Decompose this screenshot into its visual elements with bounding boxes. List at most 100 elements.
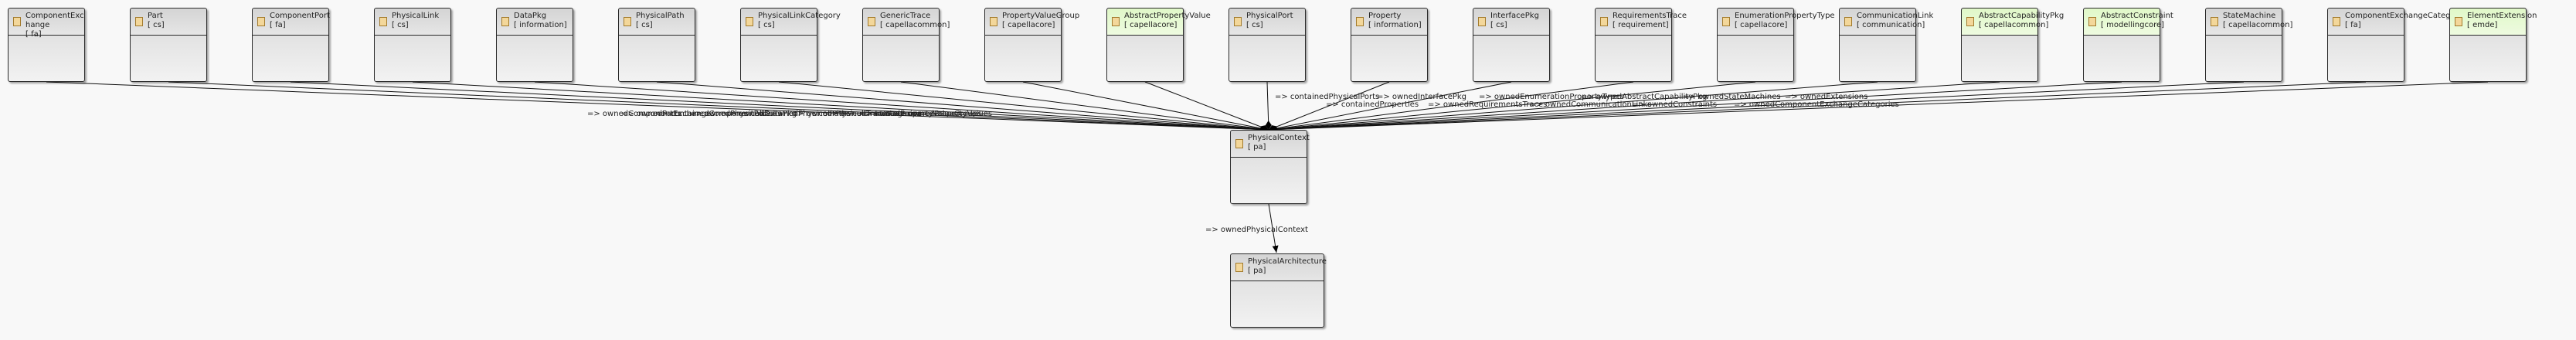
composition-edge: [168, 81, 1269, 133]
class-box[interactable]: RequirementsTrace[ requirement]: [1595, 8, 1687, 82]
class-icon: [379, 17, 387, 26]
class-icon: [1844, 17, 1852, 26]
class-box[interactable]: ComponentExchangeCategory[ fa]: [2327, 8, 2463, 82]
class-box[interactable]: Part[ cs]: [130, 8, 207, 82]
composition-edge: [1268, 81, 1878, 133]
edge-label: => ownedComponentExchangeCategories: [1734, 100, 1899, 109]
class-name: PhysicalLinkCategory: [758, 12, 841, 20]
class-package: [ fa]: [270, 21, 286, 29]
class-icon: [2088, 17, 2096, 26]
composition-edge: [290, 81, 1269, 133]
class-icon: [13, 17, 21, 26]
class-name: PhysicalContext: [1248, 134, 1310, 142]
edge-label: => ownedInterfacePkg: [1377, 93, 1466, 101]
composition-edge: [1268, 81, 2367, 133]
class-box[interactable]: PhysicalPath[ cs]: [618, 8, 695, 82]
class-name: InterfacePkg: [1490, 12, 1539, 20]
class-icon: [624, 17, 631, 26]
class-box[interactable]: EnumerationPropertyType[ capellacore]: [1717, 8, 1835, 82]
composition-edge: [656, 81, 1269, 133]
class-name: CommunicationLink: [1857, 12, 1934, 20]
class-package: [ cs]: [392, 21, 409, 29]
class-box[interactable]: Property[ information]: [1351, 8, 1428, 82]
class-icon: [1722, 17, 1730, 26]
class-package: [ fa]: [2345, 21, 2361, 29]
class-box[interactable]: PhysicalLinkCategory[ cs]: [740, 8, 841, 82]
class-package: [ cs]: [758, 21, 775, 29]
composition-edge: [1268, 81, 1756, 133]
class-box[interactable]: StateMachine[ capellacommon]: [2205, 8, 2292, 82]
class-box[interactable]: AbstractCapabilityPkg[ capellacommon]: [1961, 8, 2064, 82]
class-package: [ pa]: [1248, 143, 1266, 151]
class-package: [ capellacommon]: [880, 21, 950, 29]
class-name: PhysicalPort: [1246, 12, 1293, 20]
composition-edge: [1265, 81, 1272, 131]
class-physical-architecture[interactable]: PhysicalArchitecture [ pa]: [1230, 253, 1327, 328]
class-icon: [2333, 17, 2340, 26]
class-package: [ requirement]: [1613, 21, 1669, 29]
edge-label: => ownedEnumerationPropertyTypes: [1479, 93, 1624, 101]
composition-edge: [1268, 81, 2489, 133]
class-icon: [1600, 17, 1608, 26]
edge-label: => ownedRequirementsTraces: [1428, 100, 1547, 109]
class-box[interactable]: PhysicalLink[ cs]: [374, 8, 451, 82]
class-package: [ pa]: [1248, 267, 1266, 275]
composition-edge: [900, 81, 1269, 133]
class-name-continued: hange: [25, 21, 50, 29]
class-package: [ cs]: [148, 21, 165, 29]
class-name: AbstractCapabilityPkg: [1979, 12, 2065, 20]
class-name: EnumerationPropertyType: [1735, 12, 1835, 20]
edge-label: => ownedConstraints: [1632, 100, 1717, 109]
class-icon: [868, 17, 875, 26]
composition-edge: [778, 81, 1269, 133]
class-box[interactable]: AbstractConstraint[ modellingcore]: [2083, 8, 2173, 82]
class-icon: [1234, 17, 1242, 26]
edge-label: => containedComponentPorts: [655, 110, 773, 118]
class-box[interactable]: InterfacePkg[ cs]: [1473, 8, 1550, 82]
class-box[interactable]: ElementExtension[ emde]: [2449, 8, 2537, 82]
class-icon: [746, 17, 753, 26]
class-package: [ capellacommon]: [1979, 21, 2049, 29]
composition-edge: [1268, 81, 2000, 133]
class-name: PhysicalLink: [392, 12, 440, 20]
class-package: [ fa]: [25, 30, 42, 39]
class-package: [ cs]: [1246, 21, 1263, 29]
edge-label: => ownedPhysicalPath: [757, 110, 847, 118]
class-name: PhysicalArchitecture: [1248, 257, 1327, 266]
edge-label: => ownedPropertyValues: [893, 110, 992, 118]
class-box[interactable]: AbstractPropertyValue[ capellacore]: [1106, 8, 1211, 82]
class-package: [ cs]: [1490, 21, 1507, 29]
class-name: ComponentExc: [25, 12, 84, 20]
class-icon: [990, 17, 997, 26]
class-package: [ information]: [514, 21, 567, 29]
composition-edge: [412, 81, 1269, 133]
edge-label: => ownedStateMachines: [1683, 93, 1781, 101]
class-box[interactable]: PropertyValueGroup[ capellacore]: [984, 8, 1079, 82]
edge-label: => ownedParts: [621, 110, 681, 118]
class-name: GenericTrace: [880, 12, 931, 20]
class-icon: [257, 17, 265, 26]
class-icon: [1235, 263, 1243, 272]
edge-label: => ownedPropertyValueGroups: [859, 110, 982, 118]
edge-label: => ownedComponentExchanges: [587, 110, 715, 118]
class-box[interactable]: GenericTrace[ capellacommon]: [862, 8, 950, 82]
class-name: Part: [148, 12, 163, 20]
class-box[interactable]: CommunicationLink[ communication]: [1839, 8, 1933, 82]
class-package: [ communication]: [1857, 21, 1925, 29]
composition-edge: [1268, 81, 2122, 133]
class-package: [ emde]: [2467, 21, 2498, 29]
class-name: Property: [1368, 12, 1402, 20]
class-name: ElementExtension: [2467, 12, 2537, 20]
class-box[interactable]: ComponentPort[ fa]: [252, 8, 330, 82]
composition-edge: [1268, 81, 2245, 133]
class-physical-context[interactable]: PhysicalContext [ pa]: [1230, 130, 1310, 204]
class-box[interactable]: DataPkg[ information]: [496, 8, 573, 82]
class-box[interactable]: PhysicalPort[ cs]: [1229, 8, 1306, 82]
class-package: [ capellacore]: [1735, 21, 1788, 29]
class-icon: [135, 17, 143, 26]
composition-edge: [1022, 81, 1269, 132]
class-icon: [1112, 17, 1120, 26]
